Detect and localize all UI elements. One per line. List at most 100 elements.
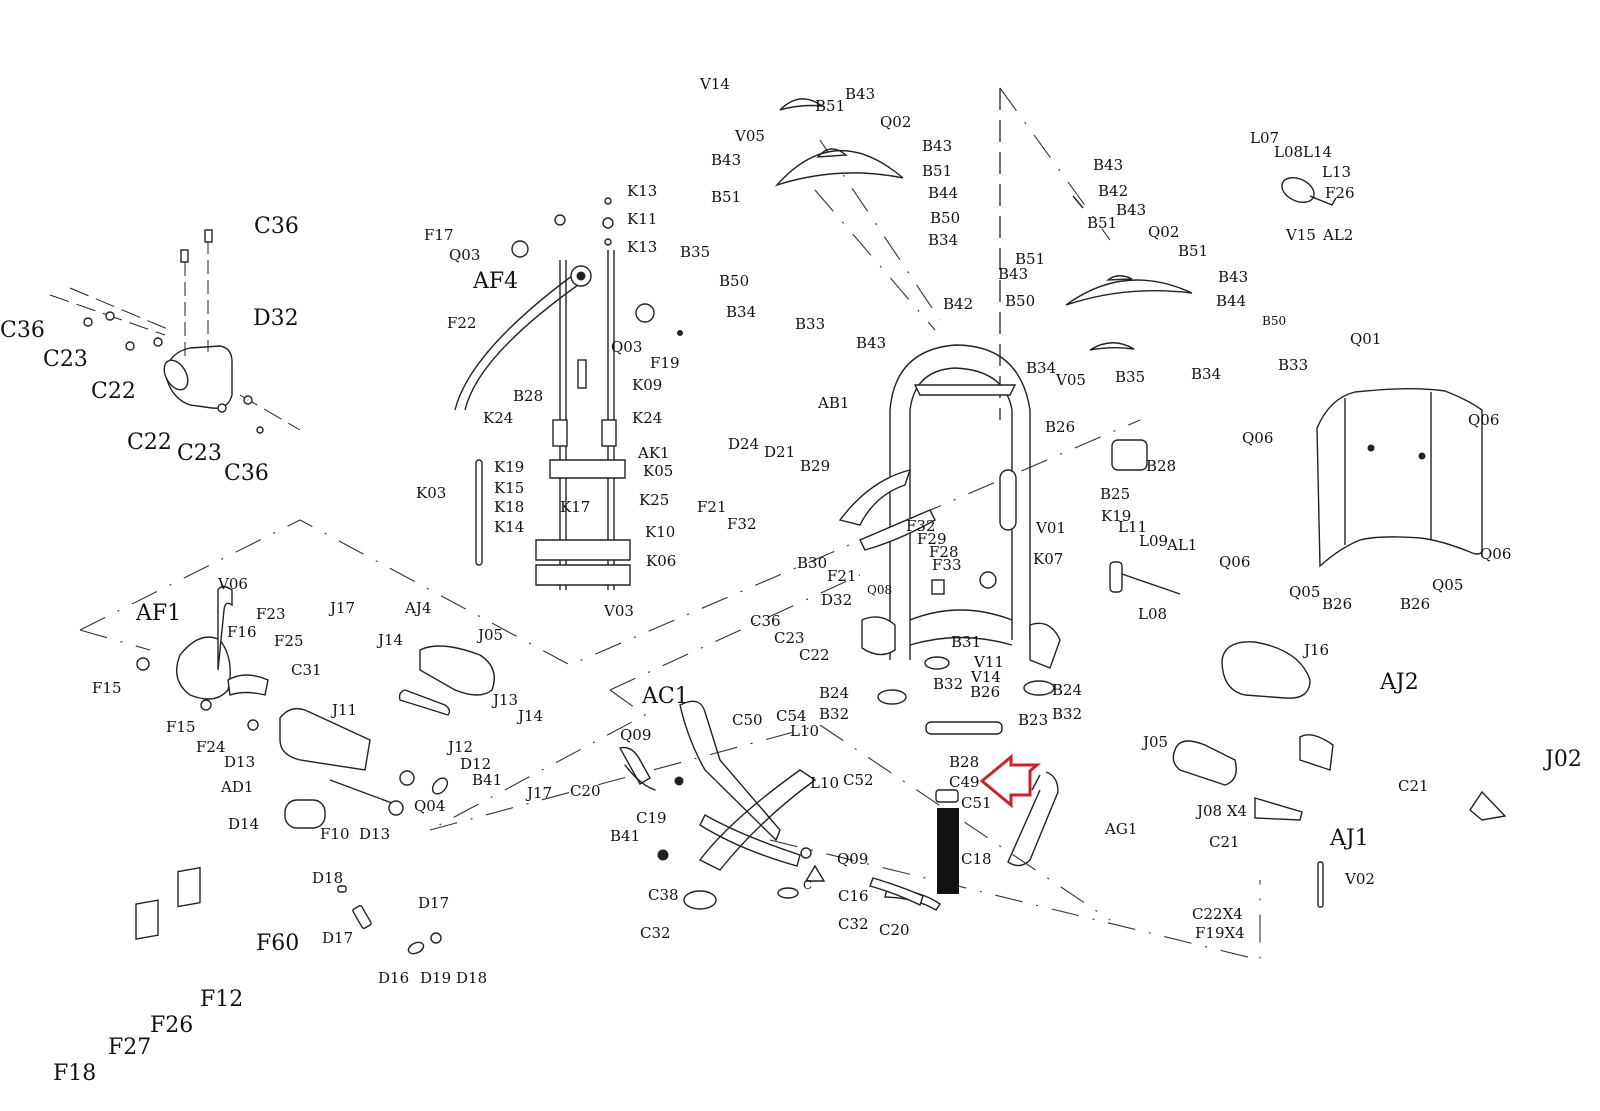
part-label-l14: L14 xyxy=(1303,143,1332,161)
part-label-b50: B50 xyxy=(930,209,960,227)
part-label-c20: C20 xyxy=(879,921,910,939)
part-label-k11: K11 xyxy=(627,210,657,228)
part-label-b50: B50 xyxy=(719,272,749,290)
part-label-k18: K18 xyxy=(494,498,524,516)
part-label-f33: F33 xyxy=(932,556,962,574)
part-label-f15: F15 xyxy=(92,679,122,697)
part-label-c23: C23 xyxy=(177,441,222,466)
part-label-q09: Q09 xyxy=(620,726,651,744)
part-label-b32: B32 xyxy=(933,675,963,693)
part-label-j17: J17 xyxy=(525,784,552,802)
part-label-q09: Q09 xyxy=(837,850,868,868)
part-label-q02: Q02 xyxy=(1148,223,1179,241)
part-label-b43: B43 xyxy=(711,151,741,169)
part-label-j14: J14 xyxy=(376,631,403,649)
part-label-d12: D12 xyxy=(460,755,491,773)
part-label-b43: B43 xyxy=(845,85,875,103)
part-label-b43: B43 xyxy=(856,334,886,352)
part-label-f26: F26 xyxy=(150,1013,193,1038)
part-label-c22: C22 xyxy=(799,646,830,664)
part-label-k15: K15 xyxy=(494,479,524,497)
part-label-c52: C52 xyxy=(843,771,874,789)
part-label-c22: C22 xyxy=(91,379,136,404)
part-label-q02: Q02 xyxy=(880,113,911,131)
part-label-c21: C21 xyxy=(1209,833,1240,851)
part-label-k09: K09 xyxy=(632,376,662,394)
part-label-c31: C31 xyxy=(291,661,322,679)
part-label-c36: C36 xyxy=(750,612,781,630)
part-label-ag1: AG1 xyxy=(1104,820,1137,838)
part-label-f19x4: F19X4 xyxy=(1195,924,1245,942)
part-label-b51: B51 xyxy=(711,188,741,206)
part-label-b25: B25 xyxy=(1100,485,1130,503)
part-label-b42: B42 xyxy=(1098,182,1128,200)
part-label-c32: C32 xyxy=(838,915,869,933)
part-label-l09: L09 xyxy=(1139,532,1168,550)
part-label-b51: B51 xyxy=(922,162,952,180)
part-label-k13: K13 xyxy=(627,238,657,256)
part-label-d32: D32 xyxy=(821,591,852,609)
assembly-boundaries xyxy=(79,87,1261,961)
part-label-b34: B34 xyxy=(726,303,756,321)
part-label-d18: D18 xyxy=(312,869,343,887)
part-label-k07: K07 xyxy=(1033,550,1063,568)
back-panel-q01 xyxy=(1316,388,1483,568)
part-label-v03: V03 xyxy=(603,602,634,620)
part-label-q04: Q04 xyxy=(414,797,445,815)
part-label-q06: Q06 xyxy=(1480,545,1511,563)
lever-arm-ac1 xyxy=(618,700,924,910)
part-label-d13: D13 xyxy=(224,753,255,771)
clamp-assembly-d32 xyxy=(49,229,301,434)
part-label-f12: F12 xyxy=(200,987,243,1012)
part-label-v14: V14 xyxy=(699,75,730,93)
part-label-d17: D17 xyxy=(322,929,353,947)
part-label-q06: Q06 xyxy=(1242,429,1273,447)
part-label-v06: V06 xyxy=(217,575,248,593)
part-label-aj2: AJ2 xyxy=(1379,670,1419,695)
part-label-c22: C22 xyxy=(127,430,172,455)
part-label-l13: L13 xyxy=(1322,163,1351,181)
part-label-v05: V05 xyxy=(734,127,765,145)
part-label-v05: V05 xyxy=(1055,371,1086,389)
part-label-af1: AF1 xyxy=(135,601,181,626)
part-label-j05: J05 xyxy=(1141,733,1168,751)
part-label-al2: AL2 xyxy=(1322,226,1353,244)
part-label-f28: F28 xyxy=(929,543,959,561)
seat-post-assembly xyxy=(884,771,1059,911)
part-label-c36: C36 xyxy=(0,318,45,343)
part-label-k25: K25 xyxy=(639,491,669,509)
part-label-v02: V02 xyxy=(1344,870,1375,888)
seat-assembly-aj2 xyxy=(1172,641,1507,908)
part-label-b29: B29 xyxy=(800,457,830,475)
part-label-l10: L10 xyxy=(790,722,819,740)
part-label-b35: B35 xyxy=(680,243,710,261)
part-label-c32: C32 xyxy=(640,924,671,942)
part-label-f24: F24 xyxy=(196,738,226,756)
part-label-b33: B33 xyxy=(795,315,825,333)
bracket-f12 xyxy=(135,866,201,940)
part-label-b41: B41 xyxy=(610,827,640,845)
part-label-b43: B43 xyxy=(1218,268,1248,286)
part-label-k19: K19 xyxy=(494,458,524,476)
part-label-d16: D16 xyxy=(378,969,409,987)
main-frame-ab1 xyxy=(838,344,1181,735)
part-label-f21: F21 xyxy=(827,567,857,585)
part-label-q01: Q01 xyxy=(1350,330,1381,348)
part-label-v01: V01 xyxy=(1035,519,1066,537)
part-label-l07: L07 xyxy=(1250,129,1279,147)
part-label-j11: J11 xyxy=(330,701,357,719)
part-label-f29: F29 xyxy=(917,530,947,548)
part-label-l08: L08 xyxy=(1274,143,1303,161)
roller-l07 xyxy=(1281,177,1337,206)
part-label-b51: B51 xyxy=(815,97,845,115)
part-label-b26: B26 xyxy=(1322,595,1352,613)
part-label-c23: C23 xyxy=(43,347,88,372)
highlight-arrow xyxy=(979,753,1042,809)
part-label-d21: D21 xyxy=(764,443,795,461)
part-label-b42: B42 xyxy=(943,295,973,313)
part-label-f22: F22 xyxy=(447,314,477,332)
part-label-f16: F16 xyxy=(227,623,257,641)
part-label-b50: B50 xyxy=(1262,314,1286,328)
part-label-f32: F32 xyxy=(727,515,757,533)
